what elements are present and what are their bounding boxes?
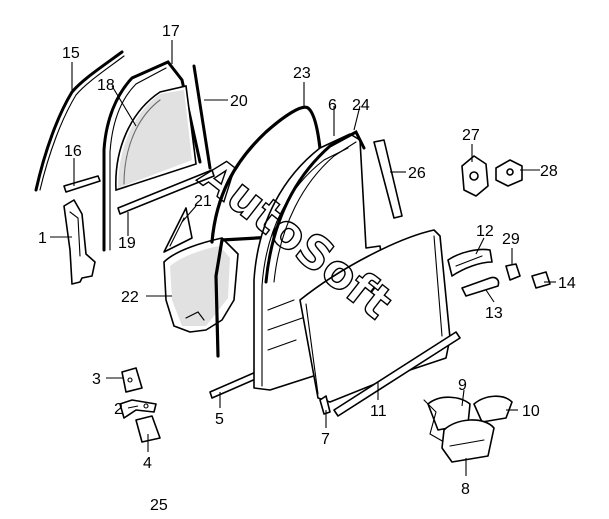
callout-7: 7: [321, 431, 330, 448]
leader-lines: [50, 40, 556, 476]
part-7-clip: [319, 395, 331, 415]
part-24-frame-channel: [264, 129, 366, 284]
part-16-belt-strip: [63, 175, 101, 193]
callout-12: 12: [476, 223, 494, 240]
callout-1: 1: [38, 230, 47, 247]
callout-10: 10: [522, 403, 540, 420]
part-10-mirror-cover: [473, 395, 513, 423]
callout-18: 18: [97, 77, 115, 94]
callout-28: 28: [540, 163, 558, 180]
callout-27: 27: [462, 127, 480, 144]
callout-17: 17: [162, 23, 180, 40]
callout-21: 21: [194, 193, 212, 210]
callout-9: 9: [458, 377, 467, 394]
part-27-latch: [461, 155, 489, 197]
callout-4: 4: [143, 455, 152, 472]
part-14-clip: [531, 271, 551, 289]
part-3-upper-hinge: [121, 367, 143, 393]
part-11-lower-strip: [333, 331, 461, 417]
callout-3: 3: [92, 371, 101, 388]
callout-24: 24: [352, 97, 370, 114]
part-17-glass-channel: [102, 60, 202, 252]
part-12-outer-handle: [447, 248, 493, 277]
callout-13: 13: [485, 305, 503, 322]
callout-16: 16: [64, 143, 82, 160]
part-29-lock-cylinder: [505, 263, 521, 281]
part-28-striker: [495, 159, 523, 187]
part-8-mirror-glass: [441, 419, 495, 463]
part-5-rocker-strip: [209, 371, 259, 399]
callout-14: 14: [558, 275, 576, 292]
callout-26: 26: [408, 165, 426, 182]
callout-19: 19: [118, 235, 136, 252]
part-22-inner-panel: [163, 237, 239, 333]
callout-15: 15: [62, 45, 80, 62]
callout-6: 6: [328, 97, 337, 114]
callout-29: 29: [502, 231, 520, 248]
part-2-check-strap: [119, 399, 157, 419]
callout-23: 23: [293, 65, 311, 82]
callout-25: 25: [150, 497, 168, 514]
callout-5: 5: [215, 411, 224, 428]
callout-11: 11: [370, 403, 387, 420]
part-1-pillar-bracket: [63, 199, 96, 285]
callout-2: 2: [114, 401, 123, 418]
callout-22: 22: [121, 289, 139, 306]
part-18-door-glass: [115, 85, 197, 192]
callout-20: 20: [230, 93, 248, 110]
callout-labels: 1 2 3 4 5 6 7 8 9 10 11 12 13 14 15 16 1…: [38, 23, 576, 514]
part-20-run-strip: [192, 64, 212, 170]
part-26-vertical-trim: [373, 139, 403, 219]
callout-8: 8: [461, 481, 470, 498]
part-13-handle-rod: [461, 276, 500, 297]
part-19-lower-strip: [117, 169, 215, 215]
part-15-roof-strip: [34, 50, 125, 192]
part-4-lower-hinge: [135, 415, 161, 443]
